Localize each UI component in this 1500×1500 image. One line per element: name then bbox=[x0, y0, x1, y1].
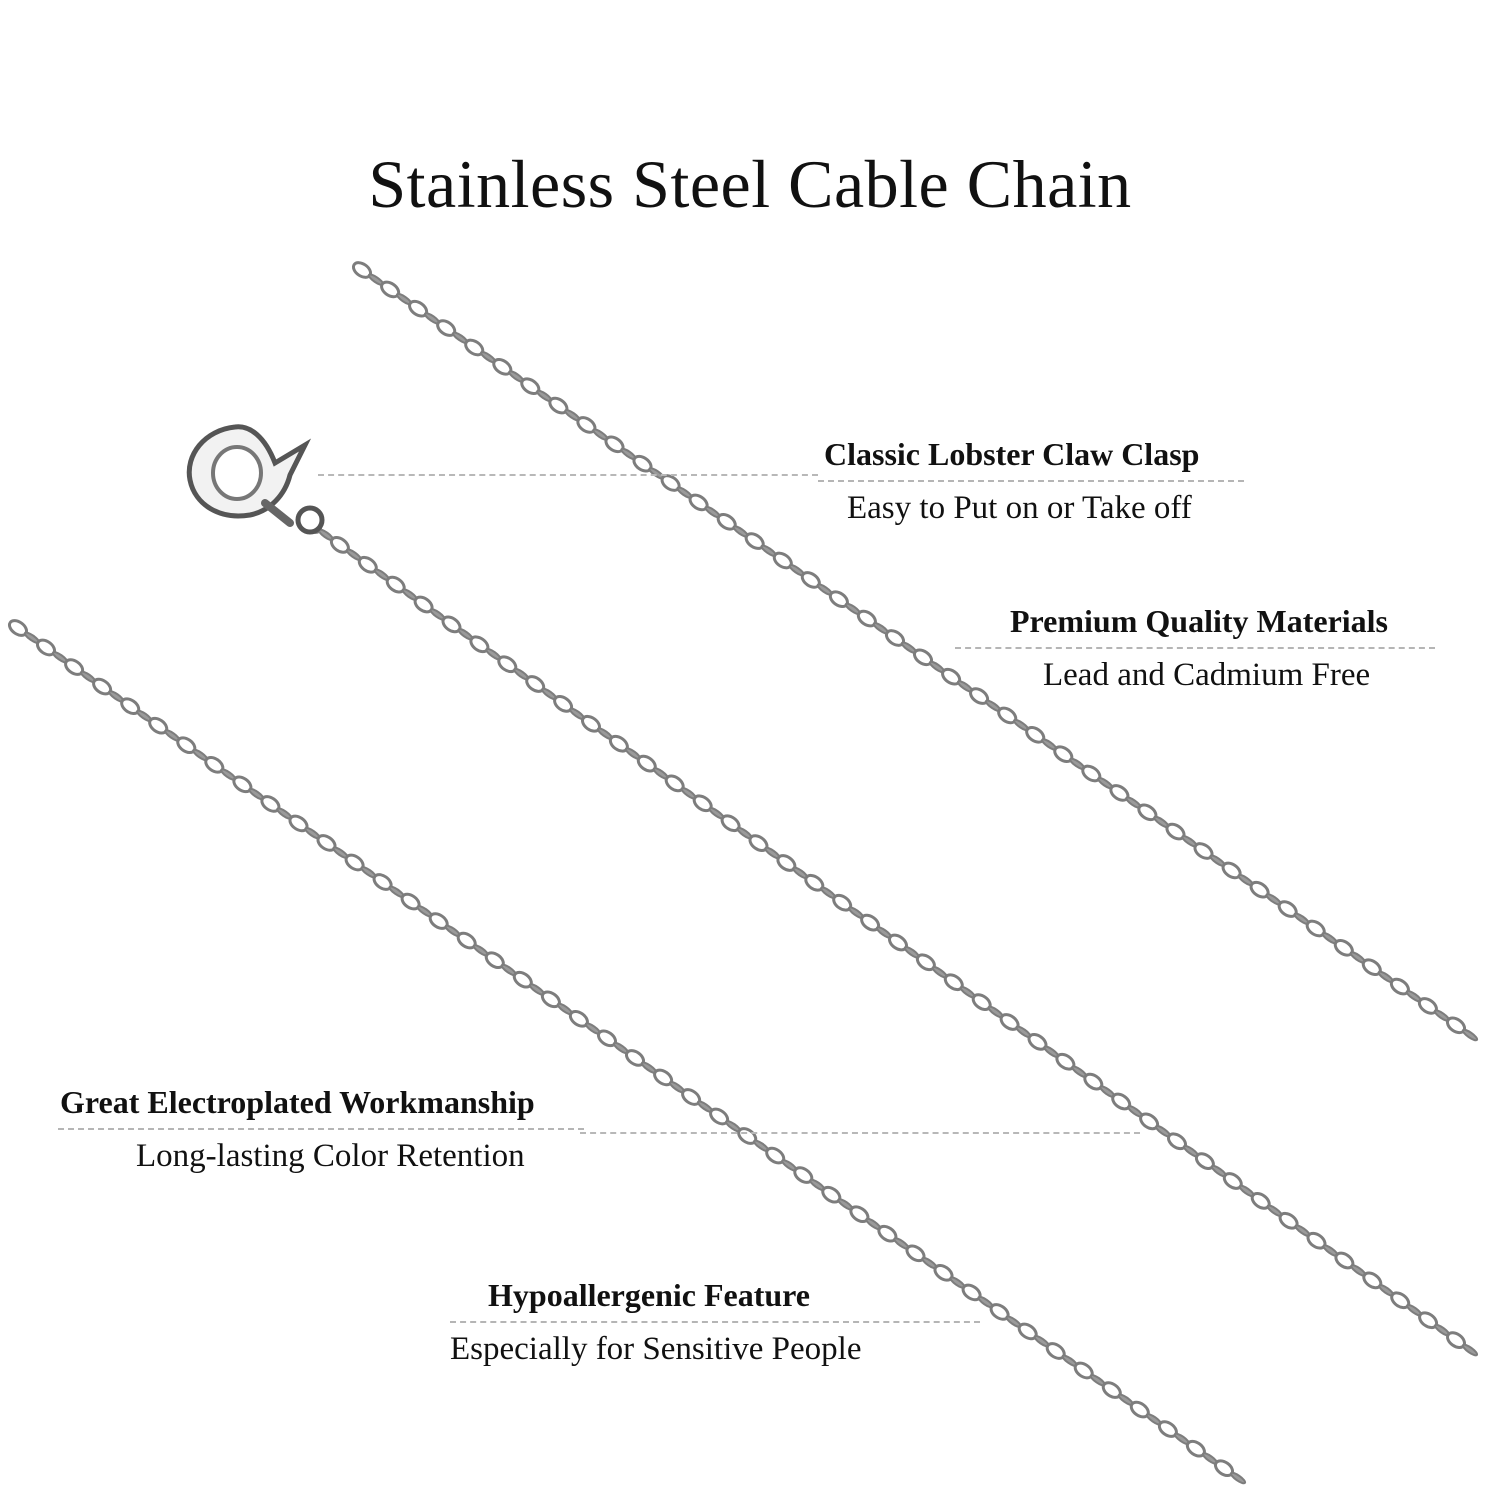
callout-heading: Hypoallergenic Feature bbox=[488, 1277, 810, 1313]
workmanship-leader-line bbox=[580, 1132, 1140, 1134]
callout-subtext: Especially for Sensitive People bbox=[450, 1331, 862, 1367]
chain-link bbox=[1461, 1343, 1479, 1357]
callout-divider bbox=[450, 1321, 980, 1323]
chain-strand-upper bbox=[351, 261, 1479, 1042]
chain-link bbox=[1229, 1471, 1247, 1485]
callout-subtext: Lead and Cadmium Free bbox=[1043, 657, 1371, 693]
callout-divider bbox=[818, 480, 1244, 482]
chain-strands bbox=[7, 261, 1479, 1485]
chain-link bbox=[1461, 1028, 1479, 1042]
callout-divider bbox=[58, 1128, 584, 1130]
page-title: Stainless Steel Cable Chain bbox=[368, 146, 1132, 222]
lobster-claw-clasp-icon bbox=[186, 424, 325, 535]
chain-strand-middle bbox=[302, 516, 1479, 1357]
clasp-leader-line bbox=[318, 474, 818, 476]
callout-hypoallergenic: Hypoallergenic Feature Especially for Se… bbox=[450, 1275, 980, 1369]
callout-materials: Premium Quality Materials Lead and Cadmi… bbox=[955, 601, 1435, 695]
callout-heading: Premium Quality Materials bbox=[1010, 603, 1388, 639]
callout-subtext: Long-lasting Color Retention bbox=[136, 1138, 525, 1174]
callout-divider bbox=[955, 647, 1435, 649]
callout-heading: Great Electroplated Workmanship bbox=[60, 1084, 535, 1120]
callout-workmanship: Great Electroplated Workmanship Long-las… bbox=[58, 1082, 584, 1176]
callout-clasp: Classic Lobster Claw Clasp Easy to Put o… bbox=[818, 434, 1244, 528]
callout-subtext: Easy to Put on or Take off bbox=[847, 490, 1192, 526]
callout-heading: Classic Lobster Claw Clasp bbox=[824, 436, 1200, 472]
chain-strand-lower bbox=[7, 619, 1247, 1485]
